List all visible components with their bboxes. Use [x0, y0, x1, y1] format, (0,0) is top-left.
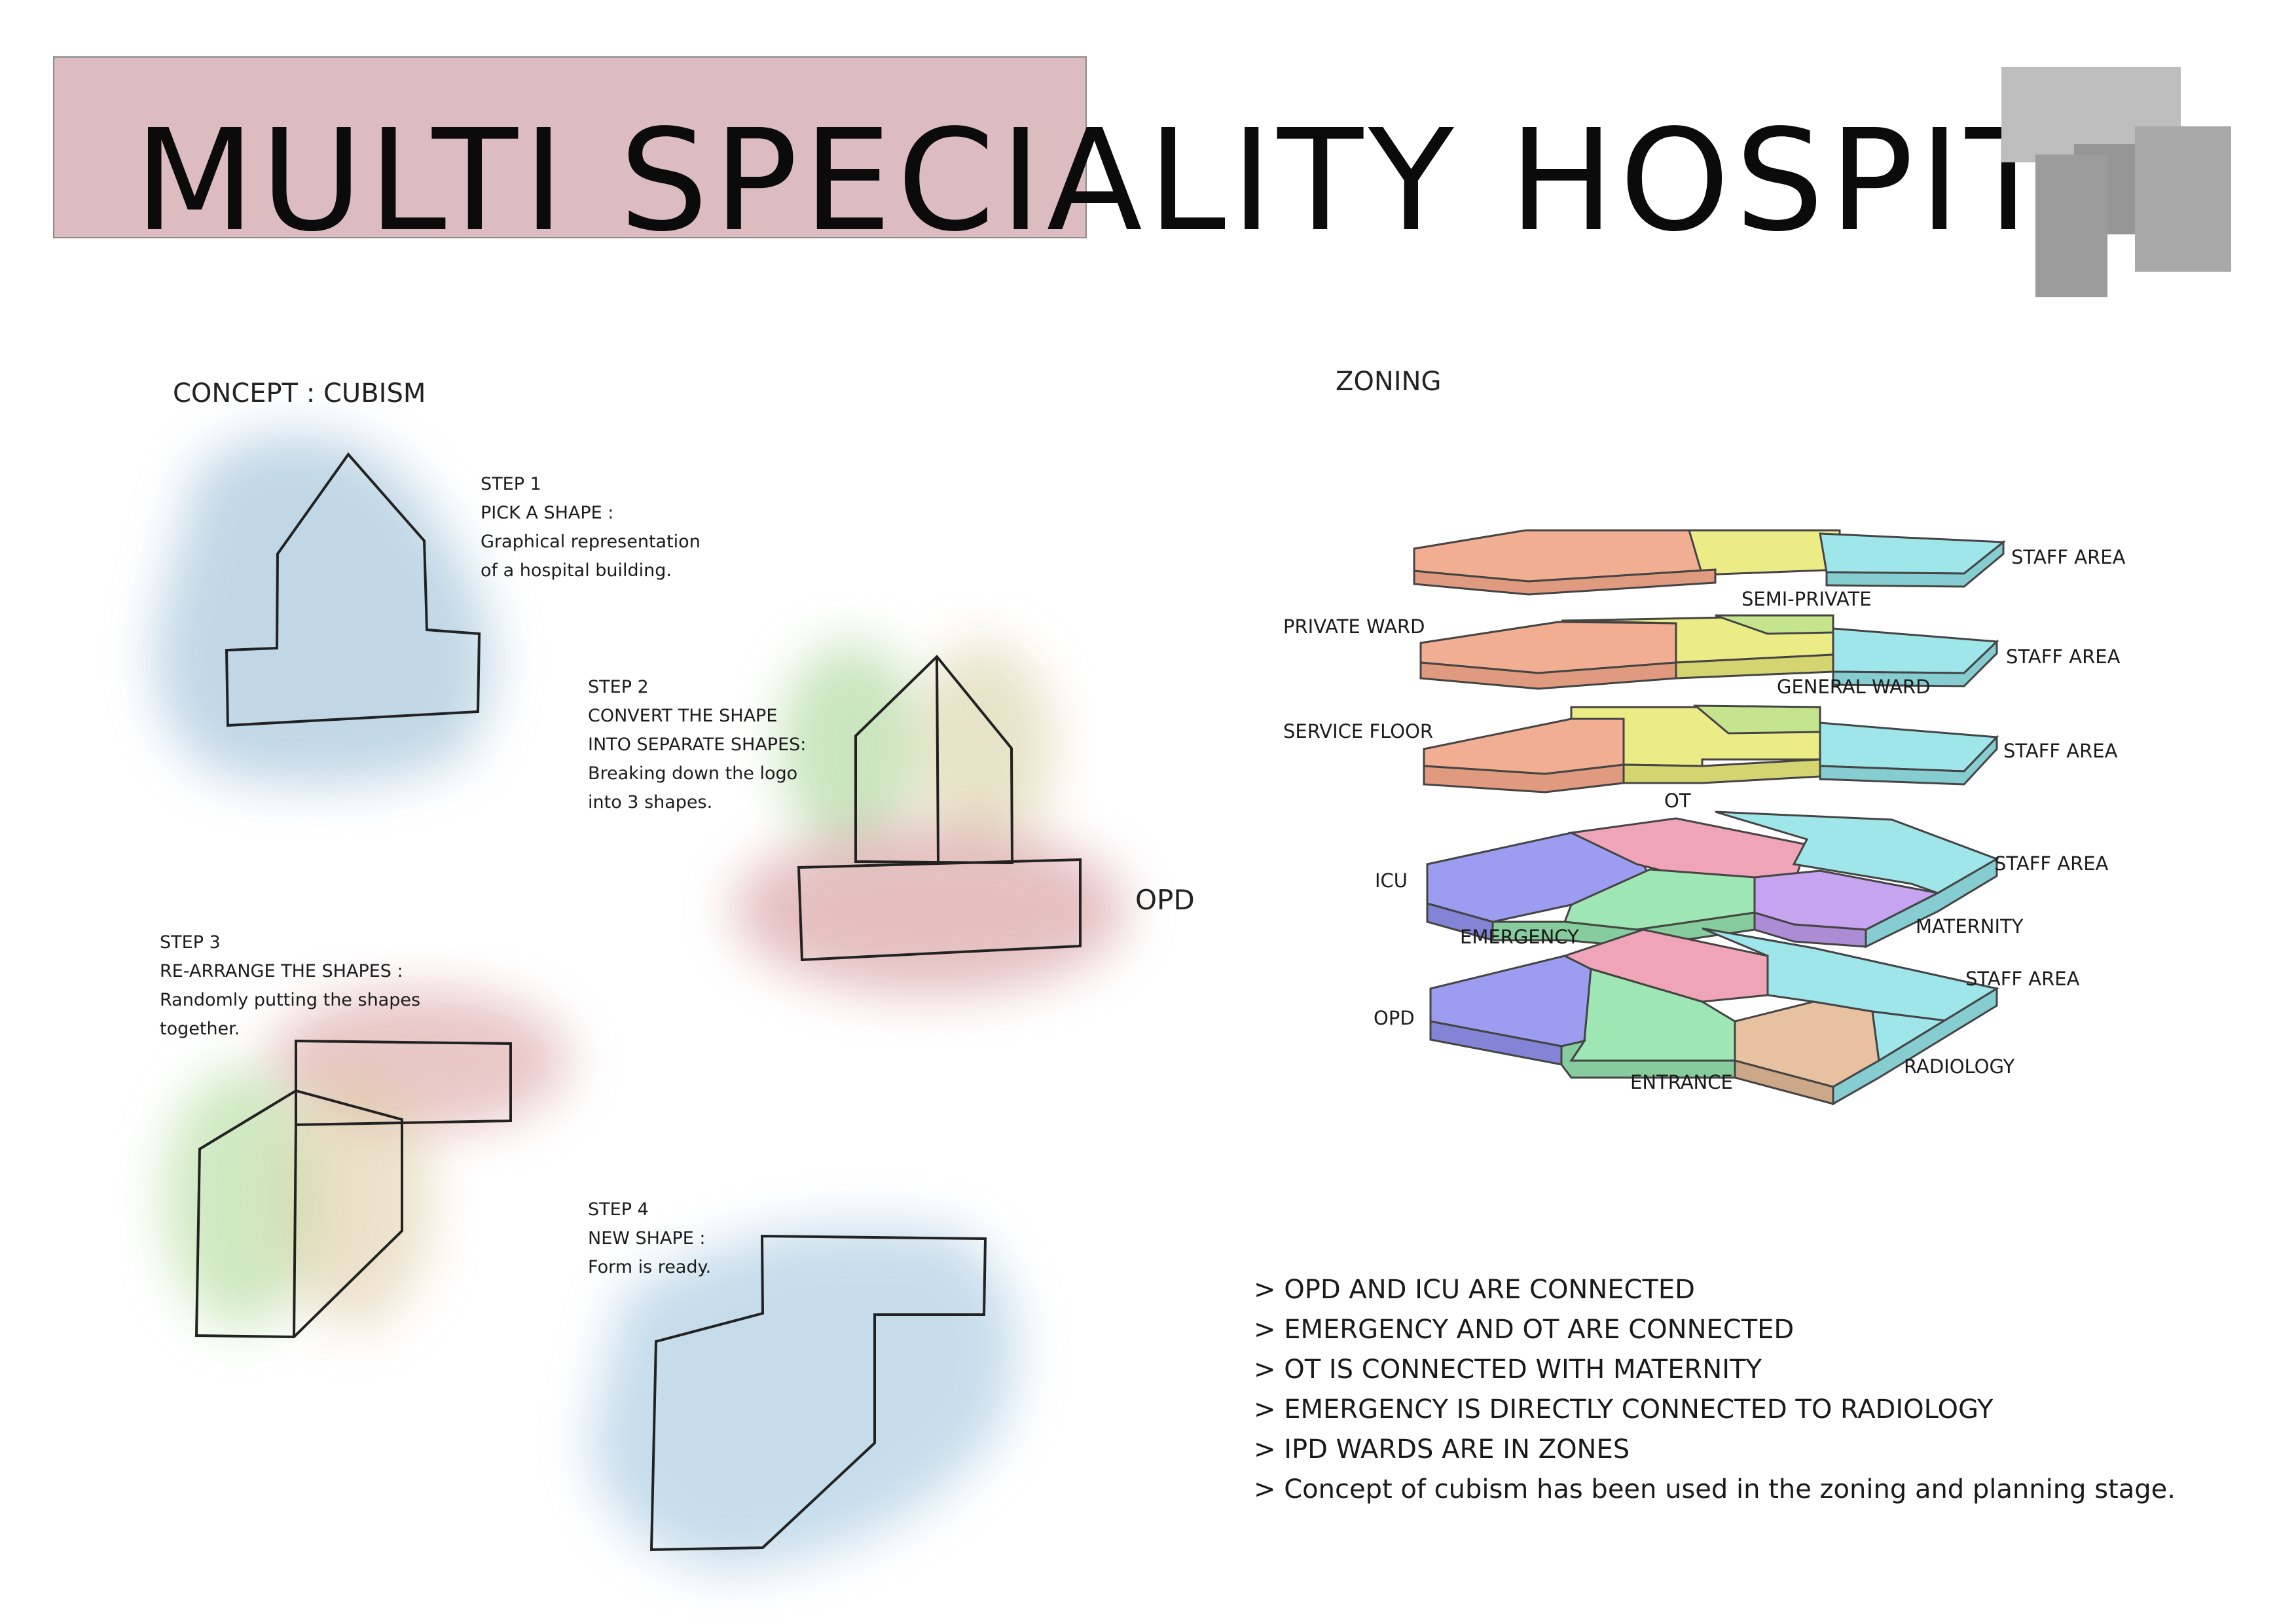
note-item: > EMERGENCY AND OT ARE CONNECTED [1254, 1315, 1795, 1345]
step1-line-3: of a hospital building. [481, 560, 672, 581]
label-staff-area-3: STAFF AREA [2003, 740, 2118, 762]
step2-line-1: CONVERT THE SHAPE [588, 706, 778, 726]
step1-shape [155, 433, 494, 786]
label-staff-area-5: STAFF AREA [1965, 968, 2080, 990]
note-item: > OT IS CONNECTED WITH MATERNITY [1254, 1355, 1762, 1385]
step1-line-1: PICK A SHAPE : [481, 503, 614, 523]
step3-text: STEP 3 RE-ARRANGE THE SHAPES : Randomly … [160, 928, 420, 1044]
zoning-heading: ZONING [1336, 367, 1442, 397]
concept-heading: CONCEPT : CUBISM [173, 378, 426, 409]
deco-square-3 [2135, 126, 2231, 272]
step2-line-2: INTO SEPARATE SHAPES: [588, 735, 807, 755]
notes-list: > OPD AND ICU ARE CONNECTED > EMERGENCY … [1254, 1270, 2176, 1510]
zoning-floor-5 [1429, 927, 1999, 1106]
label-emergency: EMERGENCY [1460, 926, 1579, 948]
step4-title: STEP 4 [588, 1199, 649, 1220]
label-service-floor: SERVICE FLOOR [1283, 720, 1434, 742]
note-item: > Concept of cubism has been used in the… [1254, 1474, 2176, 1504]
deco-square-4 [2035, 155, 2107, 297]
page-title: MULTI SPECIALITY HOSPITAL [134, 100, 2230, 263]
zoning-floor-top [1413, 529, 2007, 596]
zoning-floor-2 [1419, 614, 1999, 690]
label-opd: OPD [1374, 1007, 1415, 1029]
step2-text: STEP 2 CONVERT THE SHAPE INTO SEPARATE S… [588, 673, 806, 817]
step4-text: STEP 4 NEW SHAPE : Form is ready. [588, 1195, 711, 1282]
step3-shape [164, 989, 570, 1339]
zoning-floor-3 [1423, 704, 1999, 793]
step3-line-2: Randomly putting the shapes [160, 990, 421, 1010]
label-general-ward: GENERAL WARD [1777, 676, 1931, 698]
step4-shape [589, 1225, 1017, 1571]
zoning-floor-4 [1426, 811, 1999, 949]
label-ot: OT [1664, 790, 1691, 812]
note-item: > OPD AND ICU ARE CONNECTED [1254, 1275, 1695, 1305]
label-staff-area-1: STAFF AREA [2011, 546, 2126, 568]
note-item: > EMERGENCY IS DIRECTLY CONNECTED TO RAD… [1254, 1395, 1994, 1425]
step3-line-3: together. [160, 1019, 240, 1039]
opd-label: OPD [1135, 884, 1195, 916]
label-icu: ICU [1375, 869, 1408, 892]
label-staff-area-2: STAFF AREA [2006, 646, 2121, 668]
step1-text: STEP 1 PICK A SHAPE : Graphical represen… [481, 470, 701, 585]
label-maternity: MATERNITY [1916, 915, 2024, 938]
title-band [53, 56, 1087, 238]
step4-line-1: NEW SHAPE : [588, 1228, 706, 1249]
step1-line-2: Graphical representation [481, 532, 701, 552]
step3-line-1: RE-ARRANGE THE SHAPES : [160, 961, 403, 981]
step3-title: STEP 3 [160, 932, 221, 953]
step1-title: STEP 1 [481, 474, 541, 494]
label-radiology: RADIOLOGY [1904, 1055, 2015, 1078]
label-private-ward: PRIVATE WARD [1283, 615, 1425, 638]
step4-line-2: Form is ready. [588, 1257, 712, 1277]
step2-line-3: Breaking down the logo [588, 763, 798, 784]
step2-title: STEP 2 [588, 677, 649, 697]
step2-shape [733, 642, 1126, 995]
label-entrance: ENTRANCE [1630, 1071, 1733, 1093]
label-staff-area-4: STAFF AREA [1994, 852, 2109, 875]
note-item: > IPD WARDS ARE IN ZONES [1254, 1434, 1630, 1465]
label-semi-private: SEMI-PRIVATE [1741, 588, 1872, 610]
step2-line-4: into 3 shapes. [588, 792, 713, 812]
